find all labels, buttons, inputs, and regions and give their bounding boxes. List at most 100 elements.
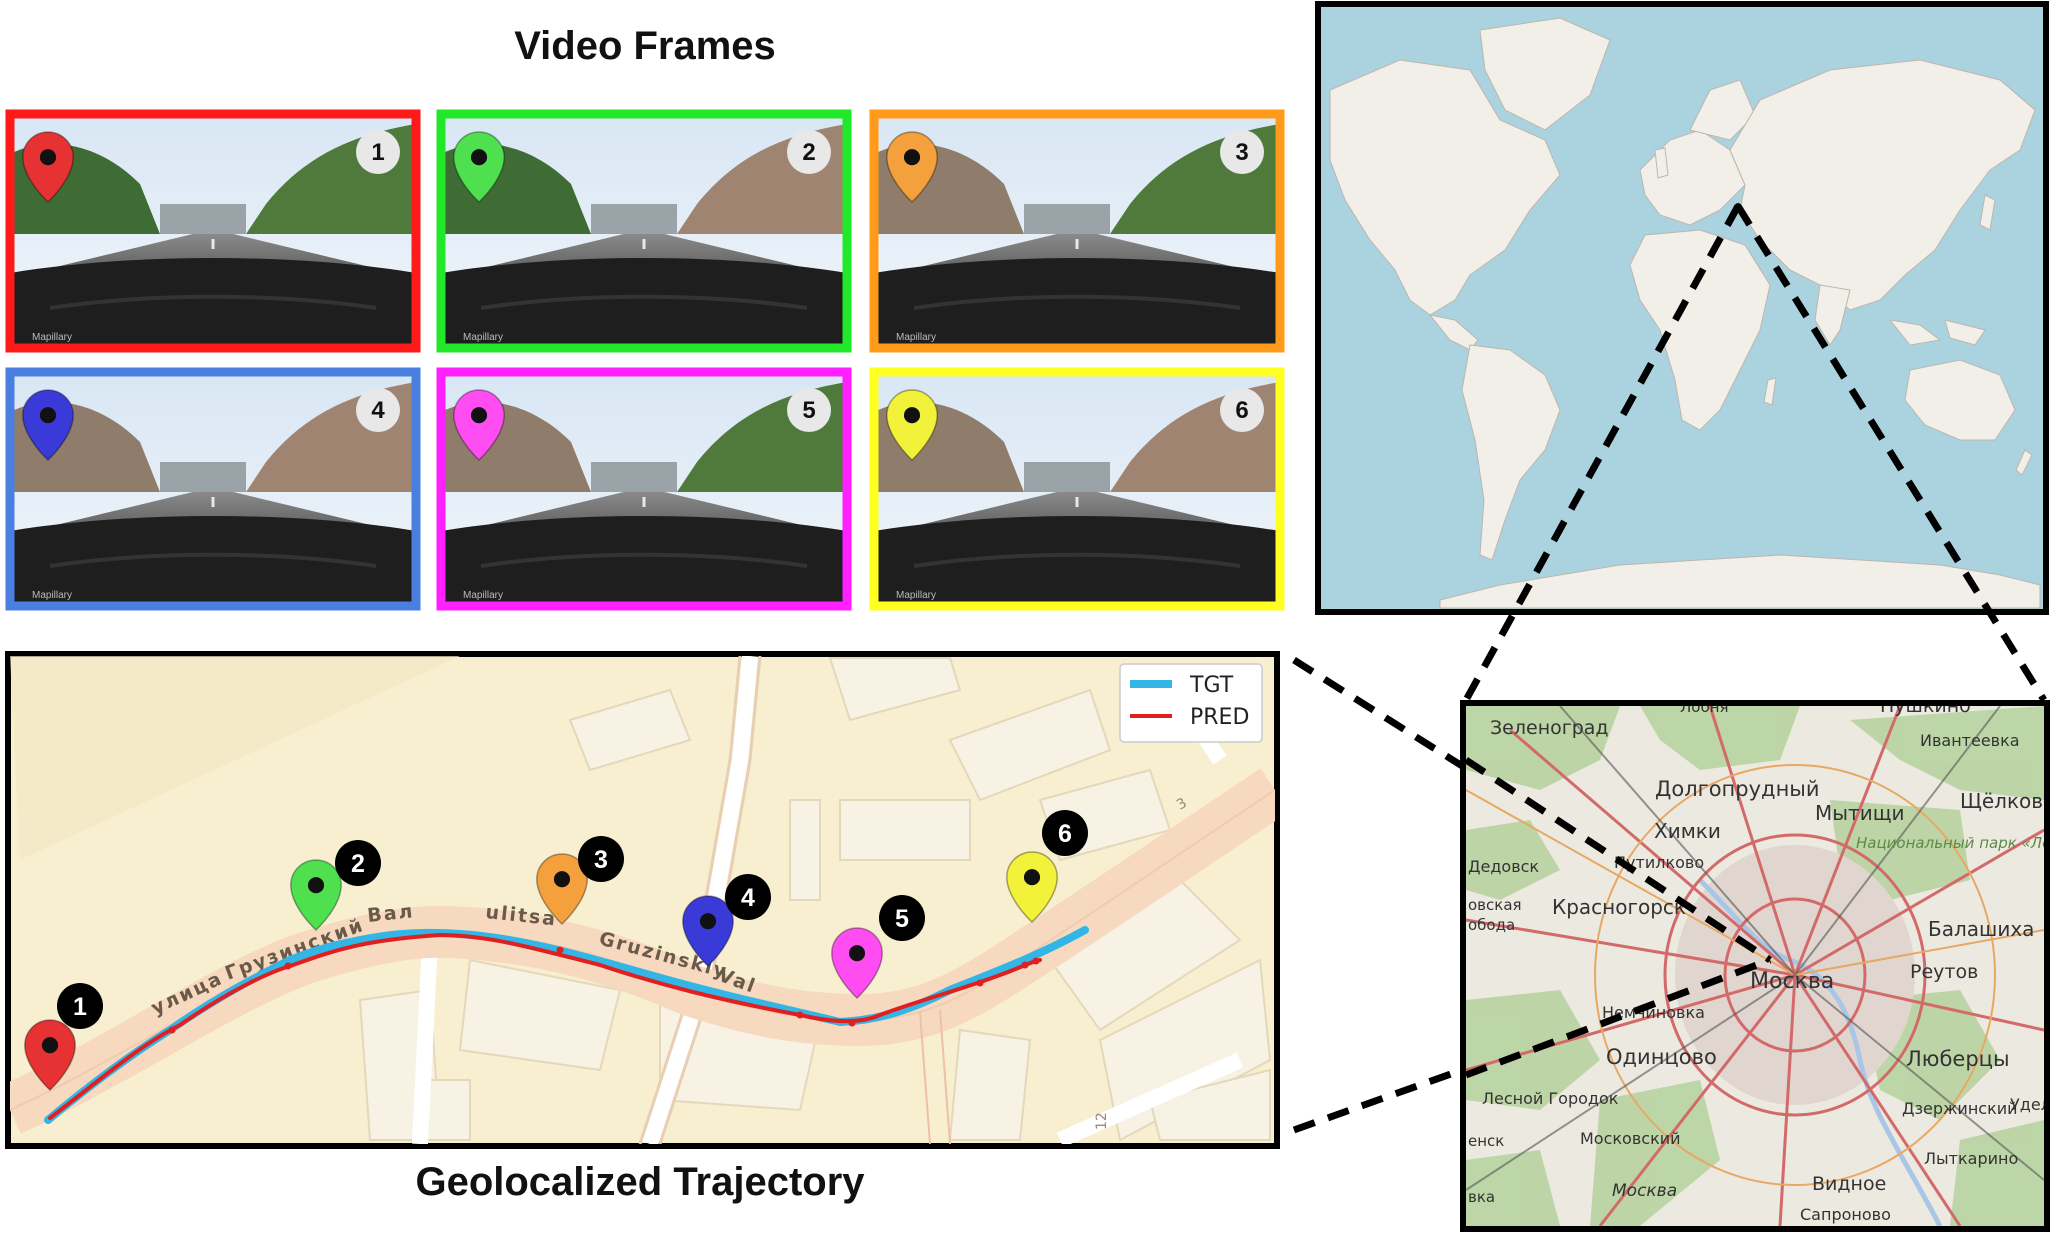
moscow-map-label: Балашиха (1928, 917, 2034, 941)
frame-watermark: Mapillary (463, 590, 503, 601)
trajectory-pin-icon (290, 859, 342, 932)
frame-watermark: Mapillary (32, 590, 72, 601)
moscow-map-label: Долгопрудный (1655, 777, 1820, 801)
pred-point (848, 1019, 856, 1027)
moscow-map-label: Лесной Городок (1482, 1089, 1619, 1108)
moscow-map-label: Люберцы (1906, 1047, 2010, 1071)
frame-number-badge (356, 130, 400, 174)
frame-number: 5 (802, 397, 815, 424)
trajectory-number: 4 (741, 884, 755, 912)
trajectory-pin-icon (682, 895, 734, 968)
moscow-map-label: Ивантеевка (1920, 731, 2020, 750)
video-frame-3: Mapillary 3 (869, 109, 1285, 353)
moscow-map-partial-label: обода (1468, 916, 1515, 934)
video-frame-5: Mapillary 5 (436, 367, 852, 611)
trajectory-title: Geolocalized Trajectory (415, 1160, 865, 1204)
video-frame-6: Mapillary 6 (869, 367, 1285, 611)
frame-pin-icon (453, 131, 505, 204)
moscow-map-label: Удел (2010, 1095, 2050, 1114)
moscow-region-map: Зеленоград Лобня ПушкиноИвантеевкаДолгопру… (1460, 695, 2050, 1232)
pred-points (168, 946, 1040, 1034)
frame-watermark: Mapillary (463, 332, 503, 343)
moscow-map-partial-label: вка (1468, 1188, 1495, 1206)
trajectory-number: 6 (1058, 820, 1072, 848)
trajectory-pin-icon (536, 853, 588, 926)
pred-point (168, 1026, 176, 1034)
trajectory-pin-icon (831, 927, 883, 1000)
trajectory-pin-icon (1006, 851, 1058, 924)
legend-pred-label: PRED (1190, 705, 1249, 730)
moscow-map-label: Лыткарино (1924, 1149, 2018, 1168)
pred-point (284, 962, 292, 970)
frame-watermark: Mapillary (896, 590, 936, 601)
moscow-map-label: Химки (1654, 819, 1721, 843)
trajectory-number-badge (57, 983, 103, 1029)
frame-number-badge (1220, 388, 1264, 432)
frame-pin-icon (22, 389, 74, 462)
pred-point (556, 946, 564, 954)
video-frame-4: Mapillary 4 (5, 367, 421, 611)
frame-number: 2 (802, 139, 815, 166)
moscow-map-label: Национальный парк «Лосиный остров» (1856, 834, 2050, 852)
frame-pin-icon (453, 389, 505, 462)
moscow-map-label: Пушкино (1880, 695, 1971, 717)
moscow-map-partial-label: овская (1468, 896, 1522, 914)
moscow-map-label: Лобня (1680, 698, 1729, 716)
moscow-map-label: Московский (1580, 1129, 1681, 1148)
moscow-map-label: Щёлков (1960, 789, 2043, 813)
world-landmasses (1329, 17, 2041, 609)
pred-point (976, 979, 984, 987)
trajectory-number-badge (335, 840, 381, 886)
video-frames-title: Video Frames (514, 24, 776, 68)
moscow-map-label: Видное (1812, 1173, 1886, 1195)
pred-trajectory (48, 932, 1042, 1120)
moscow-map-label: Красногорск (1552, 895, 1686, 919)
trajectory-number: 1 (73, 993, 87, 1021)
trajectory-number: 3 (594, 846, 608, 874)
video-frame-1: Mapillary 1 (5, 109, 421, 353)
pred-point (1021, 961, 1029, 969)
frame-number-badge (787, 130, 831, 174)
house-number: 12 (1094, 1112, 1110, 1130)
moscow-map-label: Путилково (1614, 853, 1704, 872)
moscow-map-label: Немчиновка (1602, 1003, 1705, 1022)
moscow-map-label: Дзержинский (1902, 1099, 2018, 1118)
trajectory-number-badge (1042, 810, 1088, 856)
moscow-map-label: Москва (1750, 969, 1834, 994)
frame-number: 6 (1235, 397, 1248, 424)
trajectory-number-badge (725, 874, 771, 920)
trajectory-number: 5 (895, 905, 909, 933)
trajectory-markers: 1 2 3 4 5 6 (24, 810, 1088, 1092)
frame-number-badge (787, 388, 831, 432)
frame-number: 4 (371, 397, 385, 424)
legend-tgt-label: TGT (1189, 673, 1234, 698)
video-frame-2: Mapillary 2 (436, 109, 852, 353)
frame-number-badge (1220, 130, 1264, 174)
moscow-map-label: Реутов (1910, 961, 1978, 983)
moscow-map-label: Дедовск (1468, 857, 1539, 876)
trajectory-number: 2 (351, 850, 365, 878)
legend: TGT PRED (1119, 663, 1263, 743)
world-map (1315, 1, 2049, 615)
trajectory-number-badge (578, 836, 624, 882)
frame-number: 1 (371, 139, 384, 166)
frame-pin-icon (22, 131, 74, 204)
moscow-map-label: Зеленоград (1490, 717, 1609, 739)
pred-point (796, 1011, 804, 1019)
frame-watermark: Mapillary (32, 332, 72, 343)
moscow-map-label: Мытищи (1815, 801, 1905, 825)
moscow-map-label: Сапроново (1800, 1205, 1891, 1224)
moscow-map-label: Одинцово (1606, 1045, 1717, 1069)
moscow-map-label: Москва (1612, 1181, 1677, 1201)
frame-watermark: Mapillary (896, 332, 936, 343)
moscow-map-partial-label: енск (1468, 1132, 1504, 1150)
frame-pin-icon (886, 131, 938, 204)
frame-number: 3 (1235, 139, 1248, 166)
frame-pin-icon (886, 389, 938, 462)
frame-number-badge (356, 388, 400, 432)
trajectory-pin-icon (24, 1019, 76, 1092)
trajectory-number-badge (879, 895, 925, 941)
